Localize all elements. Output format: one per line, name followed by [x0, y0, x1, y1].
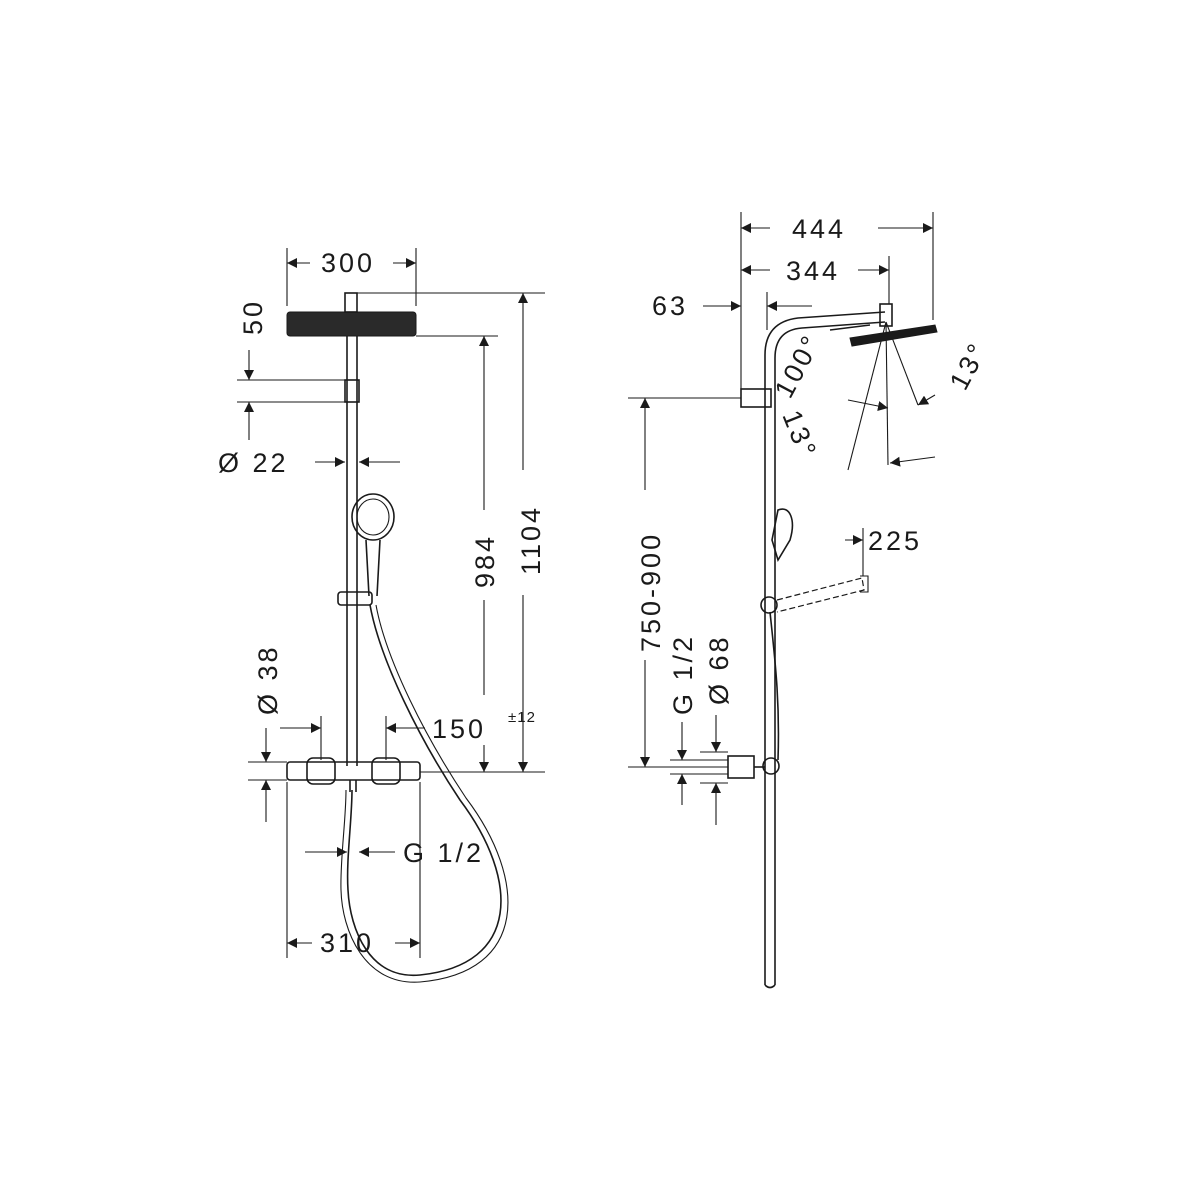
dim-mixer-diameter: Ø 38: [253, 644, 283, 715]
dim-connection-diameter: Ø 68: [704, 634, 734, 705]
dim-tilt-angle-upper: 13°: [944, 337, 994, 395]
hand-shower-side: [771, 508, 794, 562]
dim-spray-angle: 100°: [769, 329, 827, 403]
dim-connection-spacing: 150: [432, 714, 486, 744]
dim-overall-depth: 444: [792, 214, 846, 244]
wall-bracket: [740, 388, 772, 408]
dim-thread-side: G 1/2: [668, 634, 698, 715]
overhead-head-side: [829, 303, 938, 347]
dim-head-width: 300: [321, 248, 375, 278]
dim-tolerance: ±12: [508, 709, 536, 726]
front-view: 300 50 Ø 22 1104 984 Ø 38 15: [218, 248, 546, 983]
riser-pipe: [764, 311, 886, 985]
dim-total-height: 1104: [516, 505, 546, 575]
thermostat-mixer: [286, 761, 421, 781]
rail-coupling: [344, 379, 360, 403]
dim-tilt-angle-lower: 13°: [776, 406, 822, 463]
hand-shower-holder: [337, 591, 373, 606]
mixer-side: [727, 755, 755, 779]
overhead-shower-head: [286, 311, 417, 337]
shower-hose: [346, 604, 502, 977]
slide-holder: [760, 596, 778, 614]
dim-arm-depth: 344: [786, 256, 840, 286]
dim-adjustable-height: 750-900: [636, 532, 666, 652]
dim-rail-diameter: Ø 22: [218, 448, 289, 478]
hand-shower-head: [351, 493, 395, 541]
dim-wall-offset: 63: [652, 291, 688, 321]
side-view: 444 344 63 100° 13° 13° 750-900 G 1/2: [628, 212, 994, 989]
dim-head-height: 50: [238, 299, 268, 335]
dim-thread-front: G 1/2: [403, 838, 484, 868]
dim-mixer-to-head: 984: [470, 534, 500, 588]
dim-handshower-reach: 225: [868, 526, 922, 556]
dim-mixer-width: 310: [320, 928, 374, 958]
